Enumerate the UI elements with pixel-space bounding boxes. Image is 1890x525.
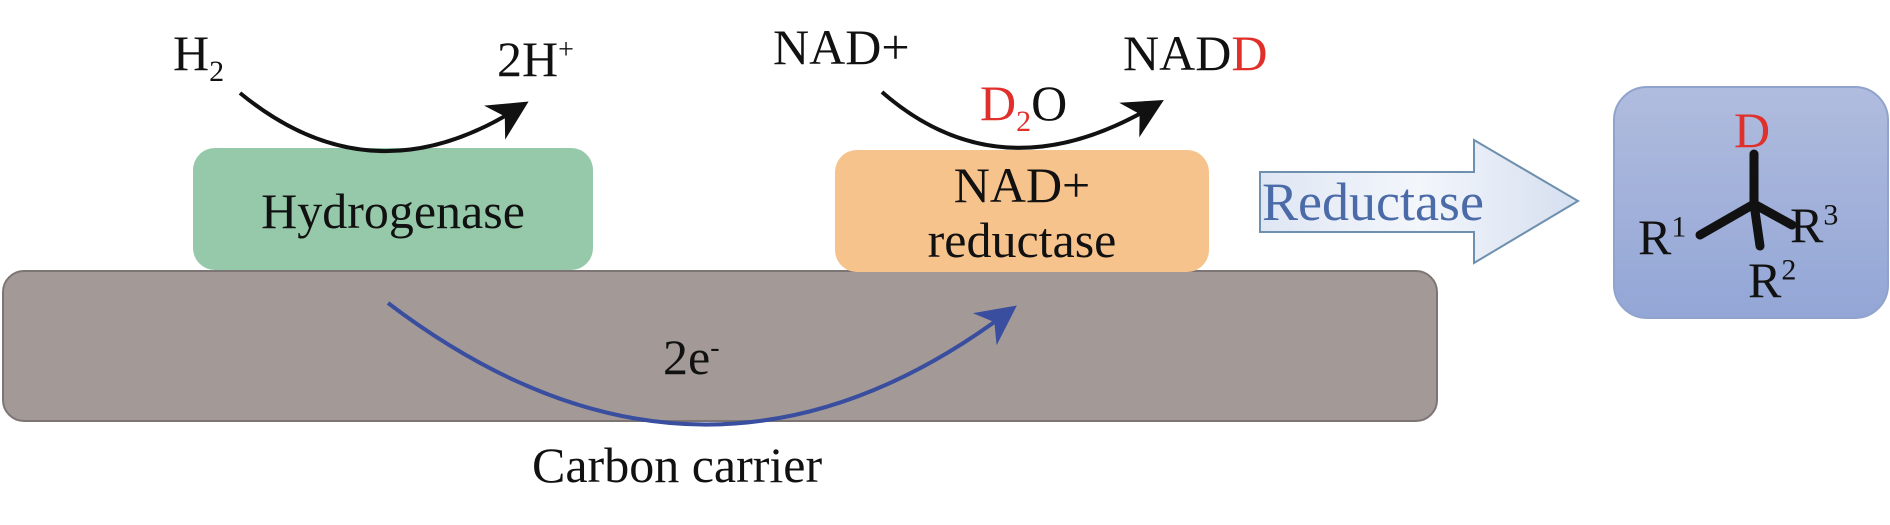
h2-label: H2 — [173, 25, 225, 88]
hydrogenase-box — [193, 148, 593, 270]
nad-reductase-label-line2: reductase — [927, 212, 1117, 268]
r3-label: R3 — [1790, 197, 1839, 253]
nad-reductase-box — [835, 150, 1209, 272]
r1-label: R1 — [1638, 209, 1687, 265]
hydrogen-oxidation-arrow — [238, 91, 529, 154]
nadd-label: NADD — [1123, 25, 1268, 81]
r2-label: R2 — [1748, 252, 1797, 308]
hydrogenase-label: Hydrogenase — [261, 183, 525, 239]
molecule-bonds — [1695, 149, 1797, 251]
2h-plus-label: 2H+ — [497, 31, 574, 87]
nad-reduction-arrow — [880, 90, 1164, 150]
electron-label: 2e- — [663, 329, 720, 385]
electron-transfer-arrow — [386, 301, 1017, 427]
nad-plus-label: NAD+ — [773, 19, 910, 75]
nad-reductase-label-line1: NAD+ — [953, 157, 1091, 213]
reductase-arrow-label: Reductase — [1262, 172, 1484, 232]
d2o-label: D2O — [980, 75, 1068, 138]
deuterium-atom-label: D — [1734, 102, 1771, 158]
carbon-carrier-bar — [2, 270, 1438, 422]
carbon-carrier-label: Carbon carrier — [532, 437, 823, 493]
reductase-block-arrow — [1259, 138, 1580, 265]
